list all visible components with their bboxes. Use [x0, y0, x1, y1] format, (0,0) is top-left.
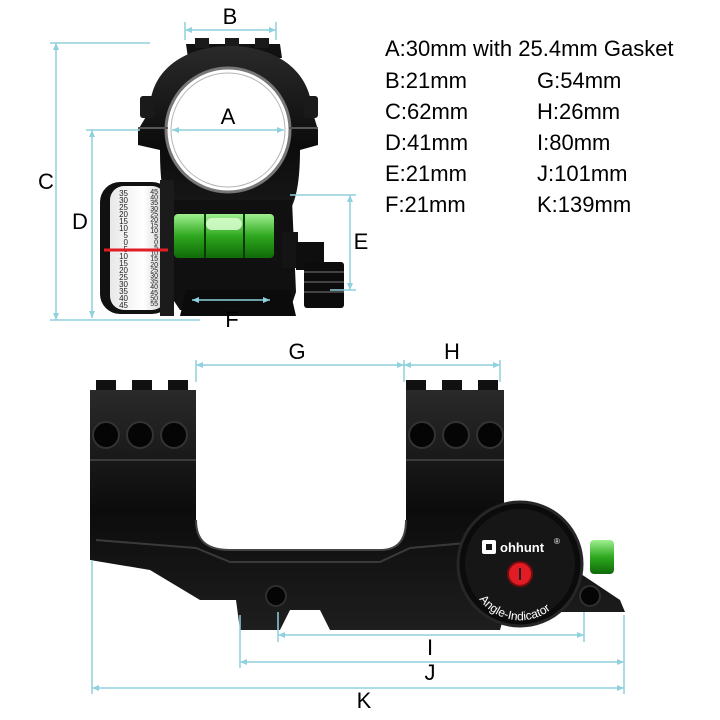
dimension-label-j: J	[424, 660, 436, 685]
dial-left-tick-label: 15	[119, 259, 128, 268]
spec-j: J:101mm	[537, 161, 628, 186]
dial-left-tick-label: 0	[124, 238, 129, 247]
dial-right-tick-label: 25	[150, 267, 158, 274]
dial-scale-right: 454035302520151050510152025303540455055	[150, 189, 158, 308]
spec-e: E:21mm	[385, 161, 467, 186]
dial-left-tick-label: 30	[119, 196, 128, 205]
angle-indicator-knob: ohhunt ® Angle-Indicator	[456, 500, 584, 628]
spec-d: D:41mm	[385, 130, 469, 155]
dial-right-tick-label: 40	[150, 284, 158, 291]
dimension-lines	[50, 22, 625, 694]
spec-k: K:139mm	[537, 192, 632, 217]
dimension-label-k: K	[356, 688, 372, 713]
spec-h: H:26mm	[537, 99, 621, 124]
spec-i: I:80mm	[537, 130, 611, 155]
dial-left-tick-label: 10	[119, 252, 128, 261]
dimension-label-a: A	[220, 104, 236, 129]
dial-right-tick-label: 20	[150, 217, 158, 224]
dial-right-tick-label: 15	[150, 223, 158, 230]
spec-g: G:54mm	[537, 68, 622, 93]
dial-left-tick-label: 20	[119, 210, 128, 219]
dial-right-tick-label: 35	[150, 200, 158, 207]
dimension-label-c: C	[38, 169, 54, 194]
dial-right-tick-label: 45	[150, 290, 158, 297]
dial-right-tick-label: 40	[150, 195, 158, 202]
brand-name: ohhunt	[500, 540, 545, 555]
dimension-label-i: I	[426, 635, 434, 660]
dimension-label-e: E	[353, 229, 369, 254]
dial-left-tick-label: 25	[119, 273, 128, 282]
dial-left-tick-label: 15	[119, 217, 128, 226]
dial-left-tick-label: 30	[119, 280, 128, 289]
dial-right-tick-label: 55	[150, 301, 158, 308]
dimension-label-h: H	[444, 339, 460, 364]
dimension-label-b: B	[222, 4, 238, 29]
dial-right-tick-label: 50	[150, 295, 158, 302]
dial-right-tick-label: 20	[150, 262, 158, 269]
dial-left-tick-label: 10	[119, 224, 128, 233]
dial-right-tick-label: 5	[154, 234, 158, 241]
dimension-label-g: G	[288, 339, 306, 364]
dial-right-tick-label: 15	[150, 256, 158, 263]
dimension-label-d: D	[72, 209, 88, 234]
dial-left-tick-label: 20	[119, 266, 128, 275]
dial-right-tick-label: 10	[150, 228, 158, 235]
dial-right-tick-label: 10	[150, 251, 158, 258]
dial-right-tick-label: 45	[150, 189, 158, 196]
dial-left-tick-label: 35	[119, 287, 128, 296]
dial-left-tick-label: 5	[124, 231, 129, 240]
dial-right-tick-label: 0	[154, 239, 158, 246]
spec-c: C:62mm	[385, 99, 469, 124]
spec-a: A:30mm with 25.4mm Gasket	[385, 36, 674, 61]
dial-left-tick-label: 45	[119, 301, 128, 310]
dial-right-tick-label: 35	[150, 279, 158, 286]
dial-left-tick-label: 25	[119, 203, 128, 212]
dial-right-tick-label: 30	[150, 206, 158, 213]
spec-f: F:21mm	[385, 192, 466, 217]
trademark: ®	[554, 537, 560, 546]
dial-left-tick-label: 40	[119, 294, 128, 303]
dial-left-tick-label: 35	[119, 189, 128, 198]
dimension-label-f: F	[225, 307, 239, 332]
spec-b: B:21mm	[385, 68, 467, 93]
dial-right-tick-label: 30	[150, 273, 158, 280]
dimension-arrows	[53, 27, 624, 691]
angle-dial: 3530252015105051015202530354045 45403530…	[100, 180, 174, 316]
dial-right-tick-label: 25	[150, 211, 158, 218]
